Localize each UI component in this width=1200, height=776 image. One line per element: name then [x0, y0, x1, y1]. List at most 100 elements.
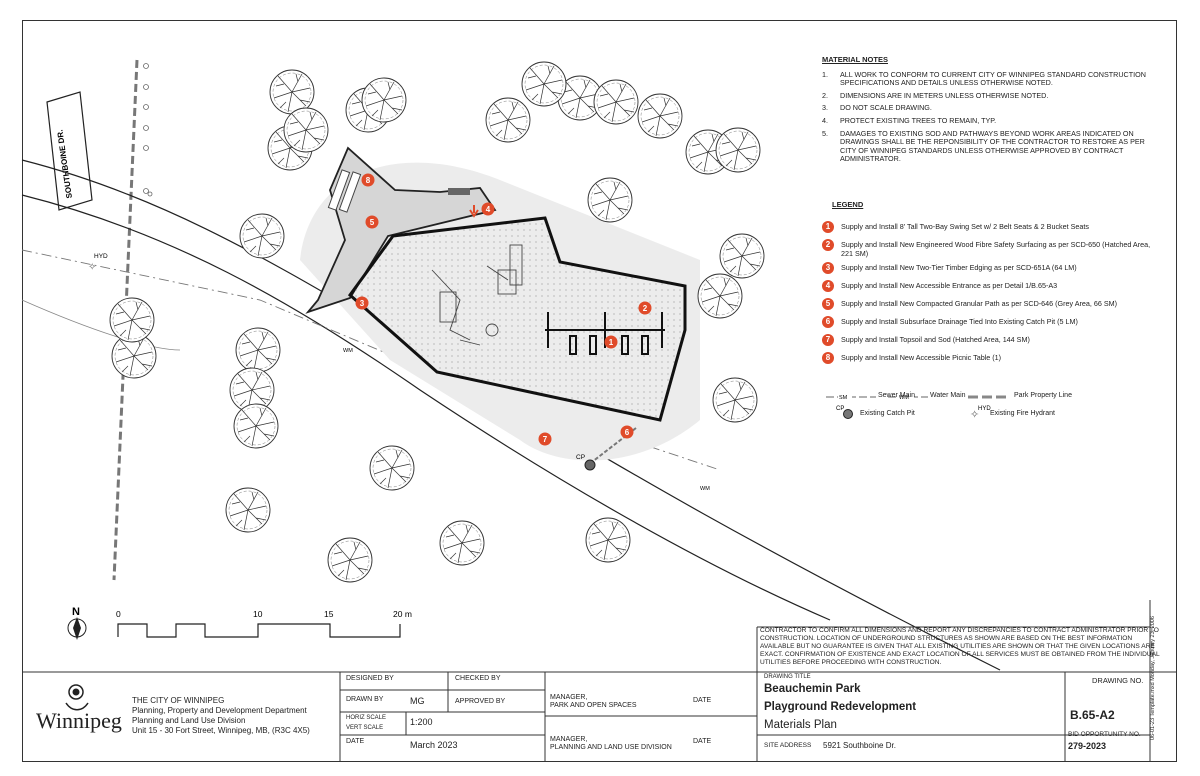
map-badge-1: 1 — [609, 338, 614, 347]
org-line: Planning and Land Use Division — [132, 716, 246, 725]
legend-badge: 4 — [822, 280, 834, 293]
hydrant-icon: ✧ — [88, 262, 96, 273]
water-main-line — [21, 249, 721, 471]
note-item: 5. DAMAGES TO EXISTING SOD AND PATHWAYS B… — [822, 128, 1152, 164]
bid-opportunity-value: 279-2023 — [1068, 741, 1107, 751]
horiz-scale-label: HORIZ SCALE — [346, 715, 387, 721]
legend-sm-tag: SM — [839, 395, 848, 401]
legend-item: 5 Supply and Install New Compacted Granul… — [822, 298, 1152, 312]
legend-property-label: Park Property Line — [1014, 392, 1072, 399]
legend-text: Supply and Install New Accessible Entran… — [841, 281, 1058, 291]
legend-badge: 3 — [822, 262, 834, 275]
water-main-tag: WM — [343, 348, 353, 354]
checked-by-label: CHECKED BY — [455, 675, 501, 682]
legend-hydrant-icon: ✧ — [970, 409, 979, 421]
drawing-title-line-2: Playground Redevelopment — [764, 701, 917, 713]
legend-item: 6 Supply and Install Subsurface Drainage … — [822, 316, 1152, 330]
scale-tick-15: 15 — [324, 609, 334, 619]
bench — [448, 188, 470, 195]
drawing-title-label: DRAWING TITLE — [764, 674, 811, 680]
org-line: Planning, Property and Development Depar… — [132, 706, 307, 715]
side-path — [21, 299, 181, 351]
note-text: PROTECT EXISTING TREES TO REMAIN, TYP. — [840, 115, 997, 125]
legend-text: Supply and Install 8' Tall Two-Bay Swing… — [841, 222, 1090, 231]
legend-text: Supply and Install New Engineered Wood F… — [841, 240, 1151, 258]
manager-planning-date-label: DATE — [693, 738, 712, 745]
site-address-value: 5921 Southboine Dr. — [823, 741, 896, 750]
legend-badge: 1 — [822, 221, 834, 233]
note-item: 1. ALL WORK TO CONFORM TO CURRENT CITY OF… — [822, 69, 1152, 88]
map-badge-3: 3 — [360, 299, 365, 308]
manager-parks-label: MANAGER, PARK AND OPEN SPACES — [550, 694, 637, 709]
road-edge-south — [21, 194, 831, 621]
legend-text: Supply and Install New Two-Tier Timber E… — [841, 263, 1077, 273]
drawing-no-label: DRAWING NO. — [1092, 676, 1144, 685]
note-number: 2. — [822, 90, 828, 100]
map-badge-2: 2 — [643, 304, 648, 313]
designed-by-label: DESIGNED BY — [346, 675, 394, 682]
catch-pit-label: CP — [576, 454, 585, 461]
scale-tick-0: 0 — [116, 609, 121, 619]
note-number: 1. — [822, 69, 828, 79]
date-value: March 2023 — [410, 740, 458, 750]
entrance-arrow-icon — [469, 205, 479, 218]
north-arrow: N — [67, 606, 87, 640]
legend-badge: 2 — [822, 239, 834, 251]
legend-text: Supply and Install New Compacted Granula… — [841, 299, 1118, 309]
play-structure — [431, 244, 523, 346]
map-badge-7: 7 — [543, 435, 548, 444]
org-block: THE CITY OF WINNIPEG Planning, Property … — [132, 696, 310, 736]
org-line: Unit 15 - 30 Fort Street, Winnipeg, MB, … — [132, 726, 310, 735]
winnipeg-logo-text: Winnipeg — [36, 708, 122, 733]
catch-pit — [584, 459, 596, 471]
drawn-by-value: MG — [410, 696, 425, 706]
legend-title: LEGEND — [832, 200, 864, 209]
legend-text: Supply and Install Topsoil and Sod (Hatc… — [841, 335, 1030, 345]
note-number: 5. — [822, 128, 828, 138]
legend-item: 1 Supply and Install 8' Tall Two-Bay Swin… — [822, 221, 1152, 235]
legend-line-samples: SM WM CP ✧ HYD — [826, 393, 1010, 421]
note-text: DO NOT SCALE DRAWING. — [840, 103, 932, 113]
street-label-box: SOUTHBOINE DR. — [46, 91, 93, 211]
map-badge-6: 6 — [625, 428, 630, 437]
note-number: 3. — [822, 103, 828, 113]
hydrant-label: HYD — [94, 253, 108, 260]
bid-opportunity-label: BID OPPORTUNITY NO. — [1068, 731, 1141, 738]
date-label: DATE — [346, 738, 365, 745]
drawing-no-value: B.65-A2 — [1070, 708, 1115, 722]
scale-ticks: 0 10 15 20 m — [116, 609, 412, 619]
legend-badge: 5 — [822, 298, 834, 311]
legend-water-label: Water Main — [930, 392, 966, 399]
legend-wm-tag: WM — [899, 395, 909, 401]
legend-item: 2 Supply and Install New Engineered Wood … — [822, 239, 1152, 258]
legend-item: 4 Supply and Install New Accessible Entra… — [822, 280, 1152, 294]
legend: LEGEND 1 Supply and Install 8' Tall Two-B… — [822, 200, 1152, 370]
water-main-tag-2: WM — [700, 486, 710, 492]
note-text: ALL WORK TO CONFORM TO CURRENT CITY OF W… — [840, 69, 1146, 88]
legend-badge: 7 — [822, 334, 834, 347]
map-badge-8: 8 — [366, 176, 371, 185]
title-block-grid — [22, 600, 1177, 762]
winnipeg-logo-icon — [65, 684, 89, 711]
note-text: DIMENSIONS ARE IN METERS UNLESS OTHERWIS… — [840, 90, 1049, 100]
legend-badge: 6 — [822, 316, 834, 329]
org-line: THE CITY OF WINNIPEG — [132, 696, 225, 705]
manager-planning-label: MANAGER, PLANNING AND LAND USE DIVISION — [550, 736, 672, 751]
scale-bar — [117, 623, 401, 638]
map-badges: 8 5 4 3 2 1 6 7 — [355, 173, 652, 446]
legend-item: 7 Supply and Install Topsoil and Sod (Hat… — [822, 334, 1152, 348]
map-badge-5: 5 — [370, 218, 375, 227]
scale-tick-20: 20 m — [393, 609, 412, 619]
note-item: 3. DO NOT SCALE DRAWING. — [822, 104, 1152, 113]
legend-text: Supply and Install Subsurface Drainage T… — [841, 317, 1078, 327]
scale-tick-10: 10 — [253, 609, 263, 619]
drawing-sheet-border — [22, 20, 1177, 762]
drawing-title-line-3: Materials Plan — [764, 719, 837, 731]
note-text: DAMAGES TO EXISTING SOD AND PATHWAYS BEY… — [840, 128, 1145, 164]
manager-parks-date-label: DATE — [693, 697, 712, 704]
material-notes-title: MATERIAL NOTES — [822, 55, 888, 64]
legend-cp-tag: CP — [836, 406, 844, 412]
material-notes: MATERIAL NOTES 1. ALL WORK TO CONFORM TO … — [822, 55, 1152, 168]
